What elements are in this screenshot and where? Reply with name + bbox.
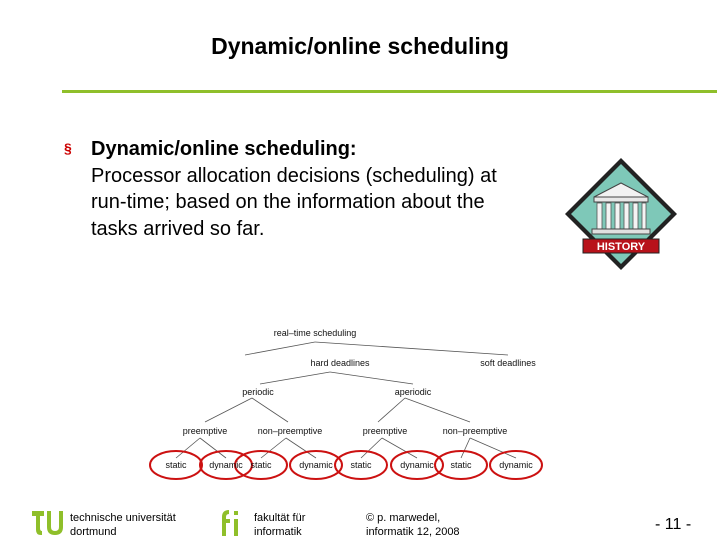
footer-university-line2: dortmund [70, 526, 117, 538]
footer-university: technische universität dortmund [70, 511, 176, 539]
node-aperiodic: aperiodic [395, 387, 432, 397]
leaf-static: static [450, 460, 472, 470]
leaf-highlight [390, 450, 444, 480]
footer-faculty-line1: fakultät für [254, 512, 306, 524]
leaf-highlights [149, 450, 543, 480]
footer-author-line1: © p. marwedel, [366, 512, 441, 524]
leaf-dynamic: dynamic [499, 460, 533, 470]
node-preemptive: preemptive [183, 426, 228, 436]
leaf-highlight [289, 450, 343, 480]
leaf-dynamic: dynamic [299, 460, 333, 470]
tu-logo [32, 511, 63, 535]
node-non-preemptive: non–preemptive [443, 426, 508, 436]
title-underline [62, 90, 717, 93]
leaf-highlight [199, 450, 253, 480]
node-hard-deadlines: hard deadlines [310, 358, 370, 368]
node-periodic: periodic [242, 387, 274, 397]
footer-author-line2: informatik 12, 2008 [366, 526, 460, 538]
node-real-time-scheduling: real–time scheduling [274, 328, 357, 338]
node-preemptive: preemptive [363, 426, 408, 436]
leaf-highlight [489, 450, 543, 480]
leaf-static: static [165, 460, 187, 470]
node-non-preemptive: non–preemptive [258, 426, 323, 436]
leaf-highlight [234, 450, 288, 480]
history-badge: HISTORY [565, 158, 677, 270]
bullet-body: Processor allocation decisions (scheduli… [91, 164, 497, 240]
leaf-highlight [149, 450, 203, 480]
slide-title: Dynamic/online scheduling [211, 33, 509, 59]
leaf-highlight [434, 450, 488, 480]
page-number: - 11 - [655, 516, 692, 533]
leaf-highlight [334, 450, 388, 480]
bullet-marker: § [64, 140, 72, 156]
badge-banner [582, 238, 660, 254]
footer-faculty-line2: informatik [254, 526, 302, 538]
bullet-point: Dynamic/online scheduling: Processor all… [91, 136, 521, 242]
footer-author: © p. marwedel, informatik 12, 2008 [366, 511, 460, 539]
bullet-lead: Dynamic/online scheduling: [91, 138, 357, 160]
leaf-dynamic: dynamic [400, 460, 434, 470]
footer-faculty: fakultät für informatik [254, 511, 305, 539]
temple-icon [591, 182, 651, 235]
fi-logo [222, 510, 238, 536]
tree-edges [175, 341, 517, 459]
leaf-dynamic: dynamic [209, 460, 243, 470]
badge-label: HISTORY [597, 241, 646, 253]
scheduling-tree: real–time scheduling hard deadlines soft… [149, 328, 543, 480]
node-soft-deadlines: soft deadlines [480, 358, 536, 368]
leaf-static: static [350, 460, 372, 470]
footer-university-line1: technische universität [70, 512, 176, 524]
leaf-static: static [250, 460, 272, 470]
